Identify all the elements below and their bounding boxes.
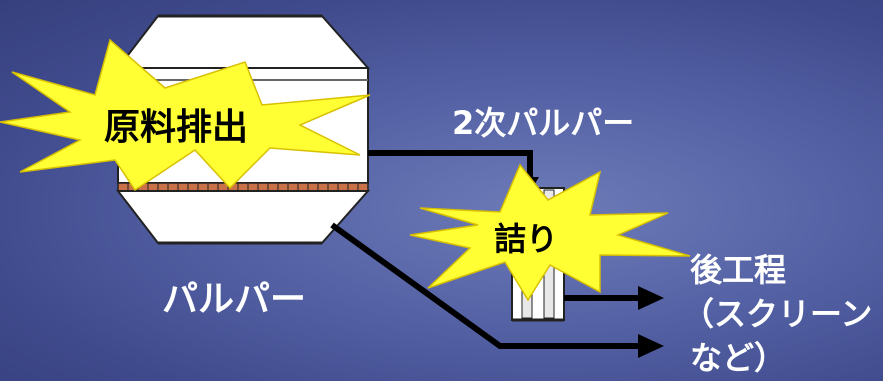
arrow-right-head-upper bbox=[638, 286, 664, 310]
raw-discharge-burst bbox=[0, 38, 371, 192]
clog-burst bbox=[409, 163, 691, 302]
clog-label: 詰り bbox=[494, 220, 559, 258]
arrow-right-head-lower bbox=[638, 334, 664, 358]
pulper-top-cone bbox=[115, 15, 371, 69]
pulper-label: パルパー bbox=[162, 279, 307, 320]
pulper-bottom-cone bbox=[115, 190, 371, 244]
pulper-screen-band bbox=[117, 182, 369, 192]
pipe-to-secondary-pulper bbox=[368, 150, 533, 180]
secondary-pulper-label: 2次パルパー bbox=[452, 104, 635, 142]
downstream-label-line1: 後工程 bbox=[690, 251, 787, 289]
pipe-pulper-to-downstream bbox=[330, 222, 642, 349]
downstream-label-line3: など） bbox=[690, 339, 787, 377]
downstream-label-line2: （スクリーン bbox=[682, 295, 873, 333]
raw-discharge-label: 原料排出 bbox=[104, 107, 249, 148]
